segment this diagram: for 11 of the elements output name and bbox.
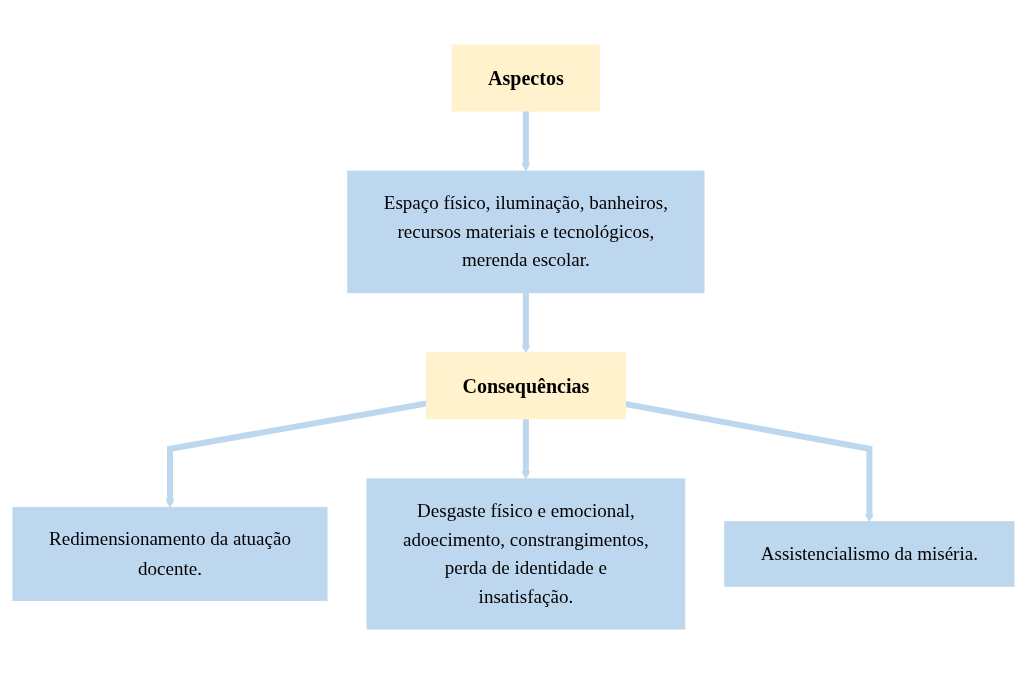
arrow <box>521 418 531 480</box>
node-box: Redimensionamento da atuação docente. <box>12 506 328 602</box>
node-box: Espaço físico, iluminação, banheiros, recursos materiais e tecnológicos, merenda escolar. <box>347 170 705 294</box>
arrow <box>521 292 531 354</box>
arrow <box>165 400 427 508</box>
node-box: Aspectos <box>451 44 601 112</box>
node-box: Desgaste físico e emocional, adoecimento, constrangimentos, perda de identidade e insatisfação. <box>366 478 686 630</box>
arrow <box>624 401 874 523</box>
node-box: Consequências <box>425 352 626 420</box>
arrow <box>521 111 531 172</box>
node-box: Assistencialismo da miséria. <box>724 521 1015 587</box>
